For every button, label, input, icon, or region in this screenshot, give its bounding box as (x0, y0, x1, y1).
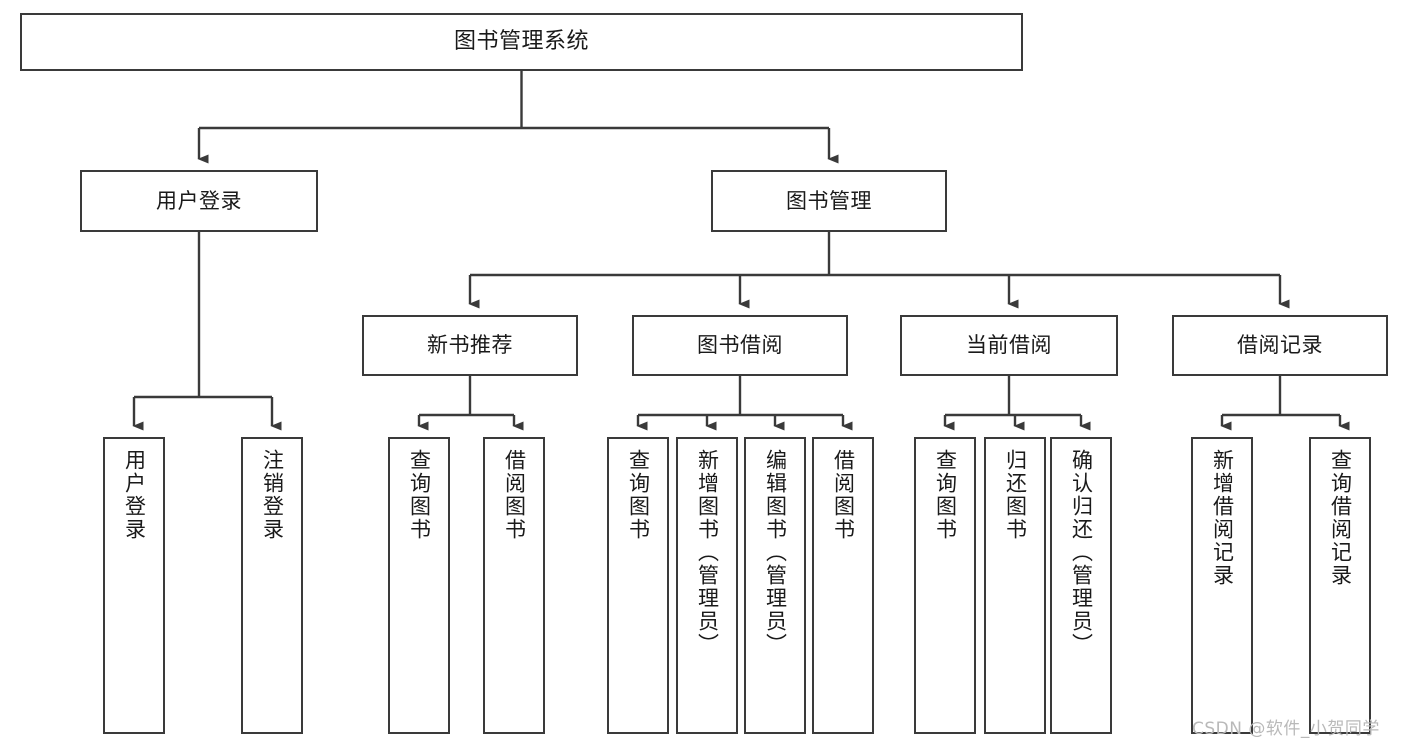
node-leaf-query-2[interactable]: 查询图书 (607, 437, 669, 734)
node-label: 新增图书（管理员） (695, 449, 720, 656)
node-leaf-logout[interactable]: 注销登录 (241, 437, 303, 734)
node-leaf-edit-book[interactable]: 编辑图书（管理员） (744, 437, 806, 734)
node-label: 用户登录 (156, 188, 242, 213)
node-label: 新增借阅记录 (1210, 449, 1235, 587)
node-label: 图书管理 (786, 188, 872, 213)
node-label: 借阅图书 (831, 449, 856, 541)
node-label: 借阅图书 (502, 449, 527, 541)
node-leaf-confirm[interactable]: 确认归还（管理员） (1050, 437, 1112, 734)
node-label: 确认归还（管理员） (1069, 449, 1094, 656)
node-leaf-query-rec[interactable]: 查询借阅记录 (1309, 437, 1371, 734)
node-new-book-rec[interactable]: 新书推荐 (362, 315, 578, 376)
node-label: 图书借阅 (697, 333, 783, 358)
node-book-borrow[interactable]: 图书借阅 (632, 315, 848, 376)
node-book-manage[interactable]: 图书管理 (711, 170, 947, 232)
node-label: 查询图书 (933, 449, 958, 541)
node-leaf-return[interactable]: 归还图书 (984, 437, 1046, 734)
node-user-login[interactable]: 用户登录 (80, 170, 318, 232)
node-leaf-query-3[interactable]: 查询图书 (914, 437, 976, 734)
node-label: 借阅记录 (1237, 333, 1323, 358)
node-label: 查询借阅记录 (1328, 449, 1353, 587)
csdn-watermark: CSDN @软件_小贺同学 (1192, 719, 1380, 739)
node-leaf-add-book[interactable]: 新增图书（管理员） (676, 437, 738, 734)
node-label: 当前借阅 (966, 333, 1052, 358)
node-current-borrow[interactable]: 当前借阅 (900, 315, 1118, 376)
node-label: 查询图书 (407, 449, 432, 541)
node-label: 归还图书 (1003, 449, 1028, 541)
node-leaf-user-login[interactable]: 用户登录 (103, 437, 165, 734)
node-label: 编辑图书（管理员） (763, 449, 788, 656)
node-borrow-record[interactable]: 借阅记录 (1172, 315, 1388, 376)
node-label: 注销登录 (260, 449, 285, 541)
node-leaf-borrow-1[interactable]: 借阅图书 (483, 437, 545, 734)
node-root[interactable]: 图书管理系统 (20, 13, 1023, 71)
node-leaf-query-1[interactable]: 查询图书 (388, 437, 450, 734)
node-leaf-borrow-2[interactable]: 借阅图书 (812, 437, 874, 734)
node-label: 用户登录 (122, 449, 147, 541)
node-leaf-add-rec[interactable]: 新增借阅记录 (1191, 437, 1253, 734)
node-label: 新书推荐 (427, 333, 513, 358)
node-label: 查询图书 (626, 449, 651, 541)
node-label: 图书管理系统 (453, 29, 589, 55)
